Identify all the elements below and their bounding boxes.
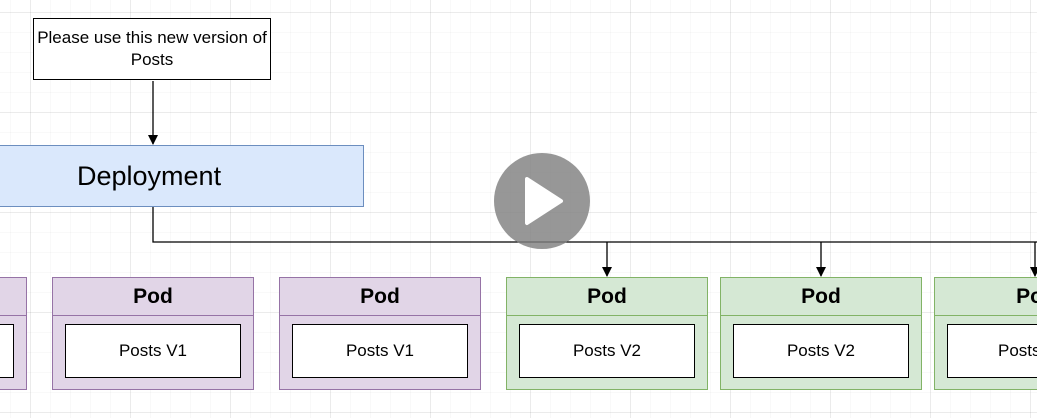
pod-title: Pod xyxy=(721,278,921,316)
pod-title: Po xyxy=(935,278,1037,316)
pod-container xyxy=(0,324,14,378)
pod-box-3: Pod Posts V1 xyxy=(279,277,481,390)
play-icon xyxy=(525,177,563,225)
deployment-label: Deployment xyxy=(77,161,222,191)
pod-box-4: Pod Posts V2 xyxy=(506,277,708,390)
deployment-to-pods-connector xyxy=(152,207,1037,243)
deployment-box xyxy=(0,145,364,207)
pod-title xyxy=(0,278,26,316)
pod-container: Posts V2 xyxy=(519,324,695,378)
pod-title: Pod xyxy=(280,278,480,316)
pod-box-5: Pod Posts V2 xyxy=(720,277,922,390)
pod-title: Pod xyxy=(507,278,707,316)
pod-container: Posts V1 xyxy=(292,324,468,378)
pod-title: Pod xyxy=(53,278,253,316)
pod-container: Posts V2 xyxy=(733,324,909,378)
pod-box-6: Po Posts xyxy=(934,277,1037,390)
pod-container: Posts xyxy=(947,324,1037,378)
video-play-button[interactable] xyxy=(494,153,590,249)
instruction-note: Please use this new version of Posts xyxy=(33,18,271,80)
pod-box-1 xyxy=(0,277,27,390)
pod-box-2: Pod Posts V1 xyxy=(52,277,254,390)
pod-container: Posts V1 xyxy=(65,324,241,378)
instruction-note-text: Please use this new version of Posts xyxy=(37,28,267,69)
